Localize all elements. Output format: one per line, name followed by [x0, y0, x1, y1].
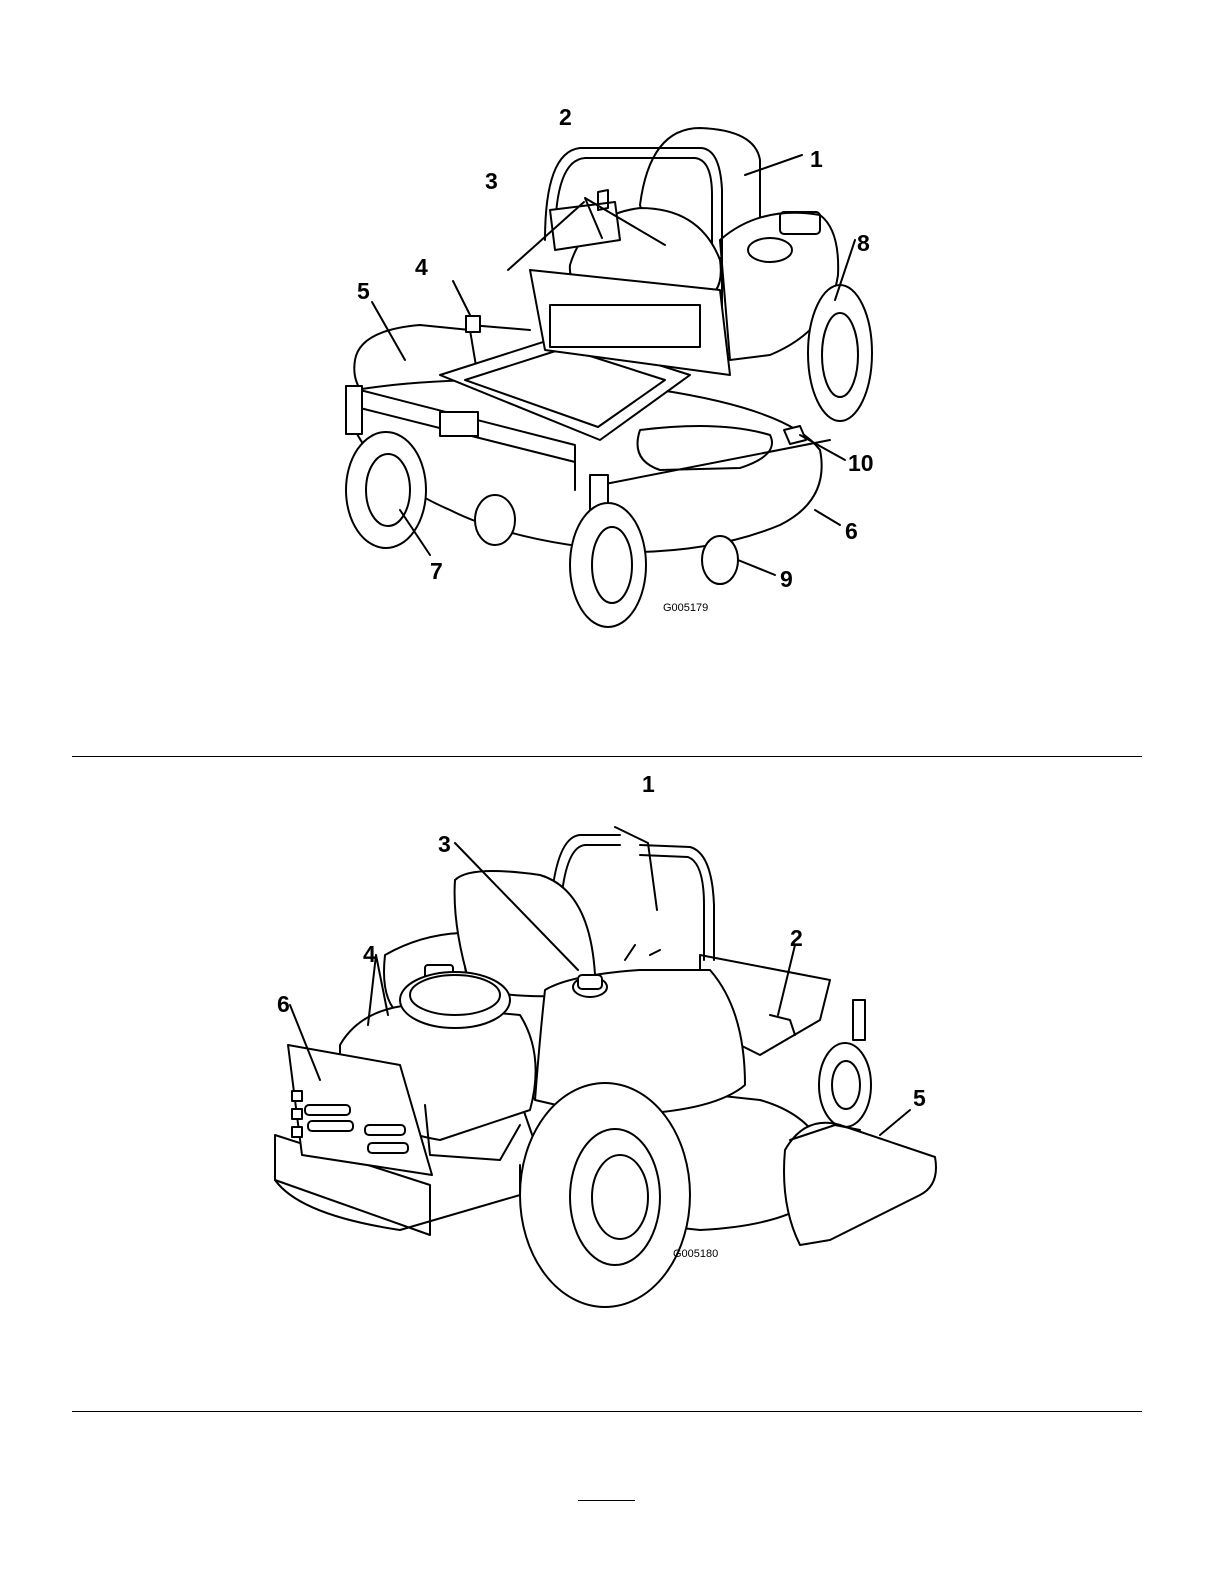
figure-mower-front-view: 1 2 3 4 5 6 7 8 9 10 G005179: [0, 90, 1224, 650]
callout-7: 7: [430, 560, 443, 583]
section-divider: [72, 756, 1142, 757]
callout-2: 2: [790, 927, 803, 950]
callout-8: 8: [857, 232, 870, 255]
page-number-line: [578, 1500, 635, 1501]
callout-5: 5: [357, 280, 370, 303]
callout-1: 1: [642, 773, 655, 796]
callout-1: 1: [810, 148, 823, 171]
callout-4: 4: [415, 256, 428, 279]
figure-code: G005179: [663, 602, 708, 614]
mower-rear-illustration: [0, 765, 1224, 1325]
callout-3: 3: [485, 170, 498, 193]
callout-2: 2: [559, 106, 572, 129]
section-divider: [72, 1411, 1142, 1412]
callout-5: 5: [913, 1087, 926, 1110]
mower-front-illustration: [0, 90, 1224, 650]
callout-6: 6: [845, 520, 858, 543]
callout-4: 4: [363, 943, 376, 966]
callout-3: 3: [438, 833, 451, 856]
callout-10: 10: [848, 452, 874, 475]
figure-mower-rear-view: 1 2 3 4 5 6 G005180: [0, 765, 1224, 1325]
callout-9: 9: [780, 568, 793, 591]
figure-code: G005180: [673, 1248, 718, 1260]
callout-6: 6: [277, 993, 290, 1016]
